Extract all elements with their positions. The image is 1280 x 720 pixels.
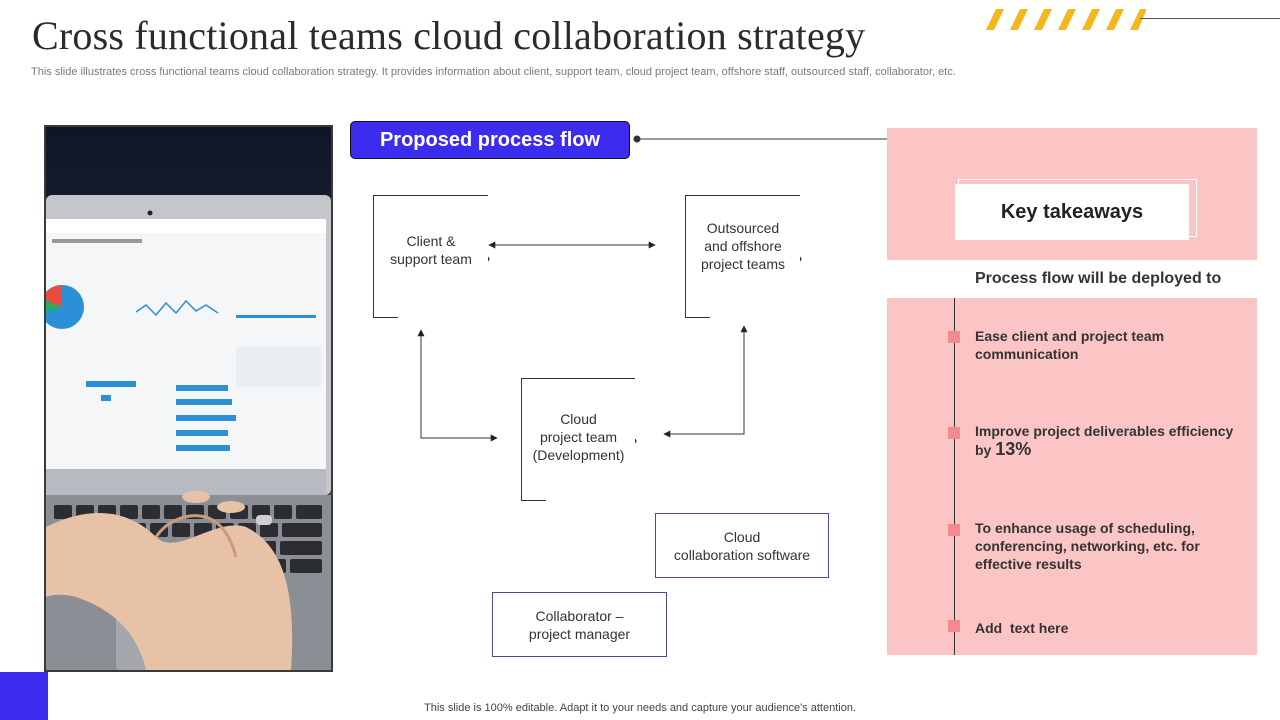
takeaway-item-1: Ease client and project team communicati… [975, 328, 1165, 362]
takeaways-timeline [954, 298, 955, 655]
decorative-stripes [986, 9, 1146, 30]
node-outsourced-bottom-edge [685, 317, 710, 318]
node-outsourced-teams: Outsourced and offshore project teams [685, 195, 800, 318]
collaborator-line-2: project manager [528, 625, 631, 642]
takeaway-item-2-highlight: 13% [995, 439, 1032, 459]
key-takeaways-title: Key takeaways [955, 184, 1189, 240]
software-line-1: Cloud [723, 528, 761, 545]
page-subtitle: This slide illustrates cross functional … [31, 66, 956, 78]
node-cloud-project-team: Cloud project team (Development) [521, 378, 635, 501]
laptop-illustration [46, 127, 331, 670]
node-client-bottom-edge [373, 317, 398, 318]
bullet-square [948, 524, 960, 536]
bullet-square [948, 331, 960, 343]
node-cloud-line-3: (Development) [532, 447, 625, 463]
bullet-square [948, 427, 960, 439]
collaborator-line-1: Collaborator – [535, 607, 624, 624]
node-client-support: Client & support team [373, 195, 488, 318]
takeaway-item-4: Add text here [975, 620, 1069, 636]
node-outsourced-line-3: project teams [700, 256, 786, 272]
node-cloud-line-2: project team [539, 429, 618, 445]
node-client-line-1: Client & [406, 233, 456, 249]
node-cloud-line-1: Cloud [560, 411, 597, 427]
box-collaborator-manager: Collaborator – project manager [492, 592, 667, 657]
takeaways-list-panel [887, 298, 1257, 655]
bullet-square [948, 620, 960, 632]
node-outsourced-line-2: and offshore [704, 238, 782, 254]
box-cloud-collaboration-software: Cloud collaboration software [655, 513, 829, 578]
software-line-2: collaboration software [673, 546, 811, 563]
takeaway-item-3: To enhance usage of scheduling, conferen… [975, 520, 1200, 572]
laptop-photo [44, 125, 333, 672]
corner-accent [0, 672, 48, 720]
header-rule [1140, 18, 1280, 19]
node-cloud-bottom-edge [521, 500, 546, 501]
takeaway-item-2: Improve project deliverables efficiency … [975, 422, 1235, 459]
footer-note: This slide is 100% editable. Adapt it to… [424, 702, 856, 714]
node-client-line-2: support team [390, 251, 472, 267]
process-flow-heading: Proposed process flow [350, 121, 630, 159]
deploy-label: Process flow will be deployed to [975, 270, 1222, 287]
takeaway-item-2-text: Improve project deliverables efficiency … [975, 423, 1234, 458]
page-title: Cross functional teams cloud collaborati… [32, 13, 866, 58]
node-outsourced-line-1: Outsourced [706, 220, 780, 236]
